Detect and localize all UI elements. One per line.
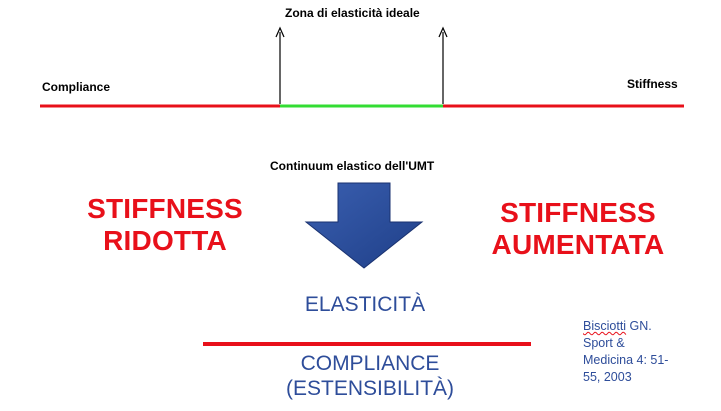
compliance-estensibilita-label: COMPLIANCE (ESTENSIBILITÀ) <box>250 351 490 401</box>
stiffness-ridotta-heading: STIFFNESS RIDOTTA <box>70 193 260 257</box>
citation-initials: GN. <box>626 319 652 333</box>
center-bottom-line-2: (ESTENSIBILITÀ) <box>285 377 455 400</box>
right-heading-line-2: AUMENTATA <box>491 229 665 260</box>
citation-line-3: Medicina 4: 51- <box>583 353 669 367</box>
compliance-label: Compliance <box>42 80 111 94</box>
citation-line-2: Sport & <box>583 336 625 350</box>
continuum-label: Continuum elastico dell'UMT <box>270 159 435 173</box>
left-heading-line-2: RIDOTTA <box>103 225 227 256</box>
center-bottom-line-1: COMPLIANCE <box>300 352 440 375</box>
ideal-zone-label: Zona di elasticità ideale <box>285 6 420 20</box>
left-heading-line-1: STIFFNESS <box>87 193 243 224</box>
citation-author: Bisciotti <box>583 319 627 333</box>
elasticita-label: ELASTICITÀ <box>304 293 426 316</box>
stiffness-aumentata-heading: STIFFNESS AUMENTATA <box>478 197 678 261</box>
right-boundary-arrow <box>438 26 448 104</box>
left-boundary-arrow <box>275 26 285 104</box>
citation-line-4: 55, 2003 <box>583 370 632 384</box>
stiffness-label: Stiffness <box>627 77 678 91</box>
citation: Bisciotti GN. Sport & Medicina 4: 51- 55… <box>583 318 703 386</box>
down-arrow-icon <box>304 182 424 269</box>
citation-line-1: Bisciotti GN. <box>583 318 703 335</box>
right-heading-line-1: STIFFNESS <box>500 197 656 228</box>
